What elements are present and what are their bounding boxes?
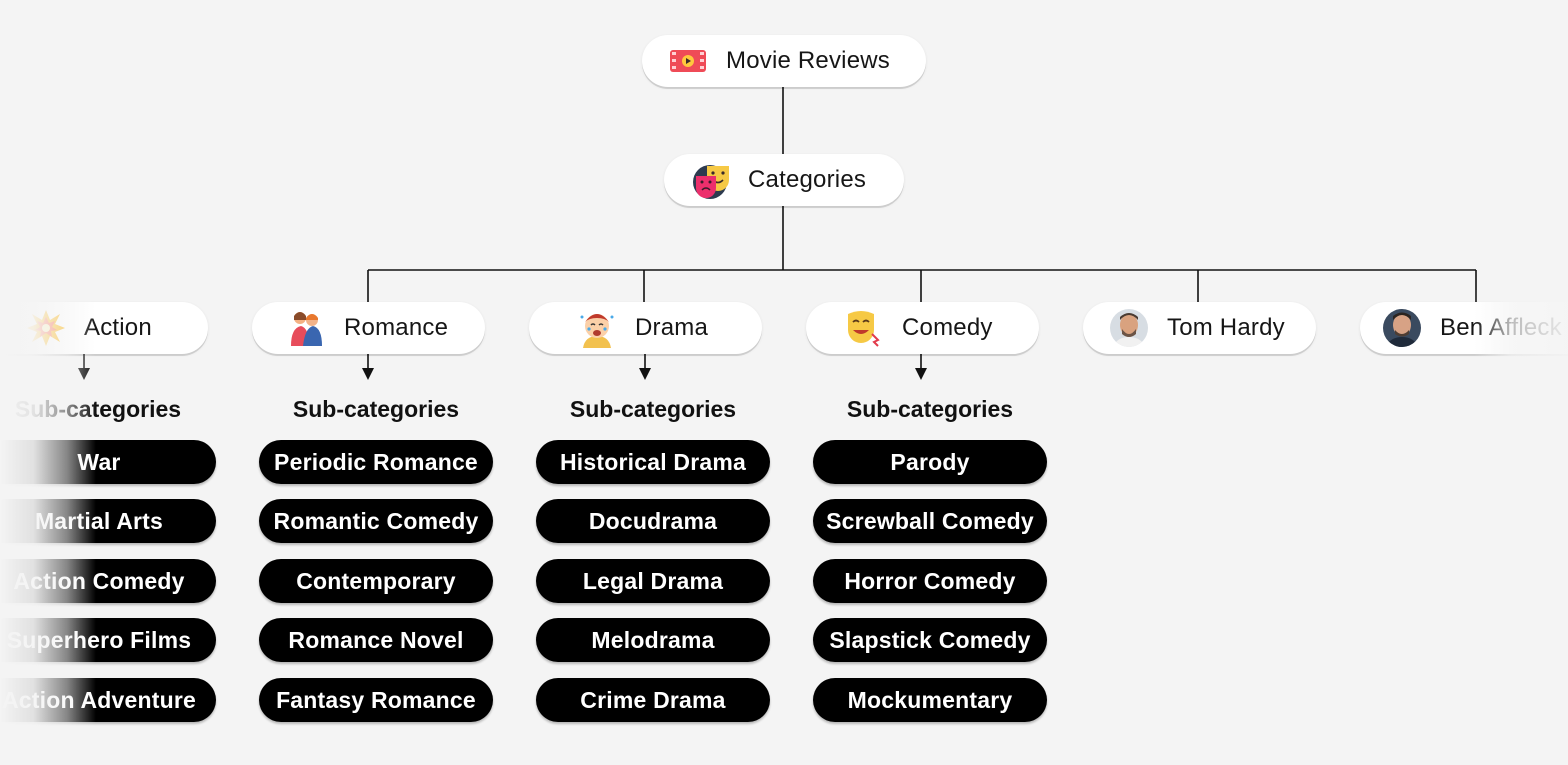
- subcategory-pill[interactable]: Historical Drama: [536, 440, 770, 484]
- category-node-drama-label: Drama: [635, 314, 709, 341]
- subcategory-pill[interactable]: Horror Comedy: [813, 559, 1047, 603]
- subcategory-pill[interactable]: Action Comedy: [0, 559, 216, 603]
- subcategory-pill[interactable]: Docudrama: [536, 499, 770, 543]
- subcategory-heading-action: Sub-categories: [14, 396, 182, 422]
- category-node-drama[interactable]: Drama: [529, 302, 762, 354]
- crying-face-icon: [577, 308, 617, 348]
- subcategory-pill[interactable]: Melodrama: [536, 618, 770, 662]
- subcategory-pill[interactable]: Fantasy Romance: [259, 678, 493, 722]
- category-node-comedy[interactable]: Comedy: [806, 302, 1039, 354]
- subcategory-pill[interactable]: Parody: [813, 440, 1047, 484]
- subcategory-pill[interactable]: Contemporary: [259, 559, 493, 603]
- subcategory-pill[interactable]: Crime Drama: [536, 678, 770, 722]
- subcategory-pill[interactable]: Slapstick Comedy: [813, 618, 1047, 662]
- avatar-icon: [1382, 308, 1422, 348]
- couple-hug-icon: [286, 308, 326, 348]
- subcategory-pill[interactable]: Screwball Comedy: [813, 499, 1047, 543]
- subcategory-pill[interactable]: War: [0, 440, 216, 484]
- category-node-tom-hardy[interactable]: Tom Hardy: [1083, 302, 1316, 354]
- avatar-icon: [1109, 308, 1149, 348]
- category-node-ben-affleck[interactable]: Ben Affleck: [1360, 302, 1568, 354]
- category-node-comedy-label: Comedy: [902, 314, 993, 341]
- comedy-mask-icon: [844, 308, 884, 348]
- category-node-ben-affleck-label: Ben Affleck: [1440, 314, 1562, 341]
- category-node-action[interactable]: Action: [0, 302, 208, 354]
- subcategory-pill[interactable]: Mockumentary: [813, 678, 1047, 722]
- category-node-romance-label: Romance: [344, 314, 449, 341]
- subcategory-pill[interactable]: Periodic Romance: [259, 440, 493, 484]
- subcategory-heading-romance: Sub-categories: [292, 396, 460, 422]
- node-categories-label: Categories: [748, 166, 867, 193]
- subcategory-pill[interactable]: Superhero Films: [0, 618, 216, 662]
- subcategory-pill[interactable]: Legal Drama: [536, 559, 770, 603]
- category-node-tom-hardy-label: Tom Hardy: [1167, 314, 1285, 341]
- subcategory-heading-drama: Sub-categories: [569, 396, 737, 422]
- subcategory-pill[interactable]: Romance Novel: [259, 618, 493, 662]
- root-node-label: Movie Reviews: [726, 47, 890, 74]
- film-strip-play-icon: [668, 41, 708, 81]
- explosion-icon: [26, 308, 66, 348]
- subcategory-pill[interactable]: Martial Arts: [0, 499, 216, 543]
- root-node-movie-reviews[interactable]: Movie Reviews: [642, 35, 926, 87]
- theater-masks-icon: [692, 160, 732, 200]
- subcategory-pill[interactable]: Action Adventure: [0, 678, 216, 722]
- subcategory-heading-comedy: Sub-categories: [846, 396, 1014, 422]
- node-categories[interactable]: Categories: [664, 154, 904, 206]
- category-node-action-label: Action: [84, 314, 152, 341]
- subcategory-pill[interactable]: Romantic Comedy: [259, 499, 493, 543]
- category-node-romance[interactable]: Romance: [252, 302, 485, 354]
